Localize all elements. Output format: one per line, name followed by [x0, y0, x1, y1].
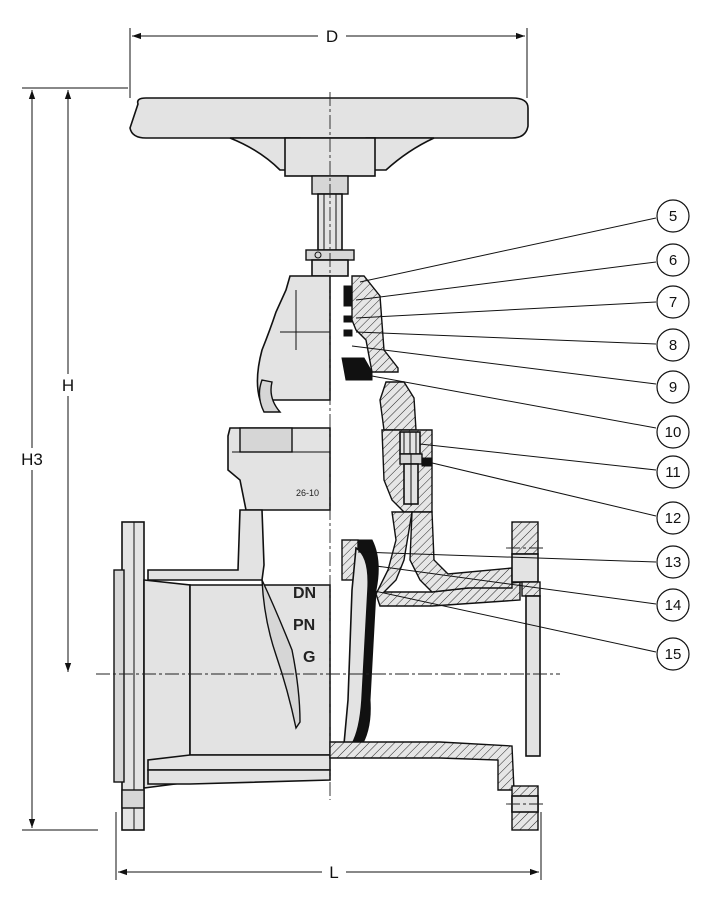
marking-dn: DN	[293, 585, 316, 602]
callout-12-label: 12	[665, 510, 682, 527]
bonnet-exterior	[256, 275, 331, 413]
callout-6-label: 6	[669, 252, 677, 269]
dimension-l: L	[115, 812, 542, 882]
callout-7-label: 7	[669, 294, 677, 311]
left-flange	[113, 521, 191, 831]
dimension-h: H	[56, 90, 80, 672]
dimension-d-label: D	[326, 27, 338, 46]
body-section-right	[329, 511, 521, 791]
callout-13-label: 13	[665, 554, 682, 571]
handwheel	[129, 97, 529, 177]
callout-15: 15	[656, 637, 690, 671]
dimension-h3-label: H3	[21, 450, 43, 469]
callout-11: 11	[656, 455, 690, 489]
callout-15-label: 15	[665, 646, 682, 663]
body-waterway-left: DN PN G	[147, 579, 331, 785]
centerlines	[96, 92, 560, 800]
callout-14: 14	[656, 588, 690, 622]
callout-11-label: 11	[665, 464, 681, 481]
body-upper: 26-10	[227, 427, 433, 513]
dimension-d: D	[129, 24, 528, 98]
callout-5-label: 5	[669, 208, 677, 225]
callout-10: 10	[656, 415, 690, 449]
callout-10-label: 10	[665, 424, 682, 441]
casting-code: 26-10	[296, 488, 319, 498]
callout-leaders	[351, 217, 657, 653]
right-flange	[506, 521, 544, 831]
marking-g: G	[303, 649, 315, 666]
callout-13: 13	[656, 545, 690, 579]
callout-9-label: 9	[669, 379, 677, 396]
callout-8-label: 8	[669, 337, 677, 354]
callout-7: 7	[656, 285, 690, 319]
dimension-l-label: L	[329, 863, 338, 882]
callout-6: 6	[656, 243, 690, 277]
callout-12: 12	[656, 501, 690, 535]
callout-9: 9	[656, 370, 690, 404]
body-neck-left	[147, 509, 265, 581]
callout-8: 8	[656, 328, 690, 362]
callout-5: 5	[656, 199, 690, 233]
callout-14-label: 14	[665, 597, 682, 614]
dimension-h3: H3	[16, 87, 128, 831]
gate-wedge	[341, 539, 379, 749]
dimension-h-label: H	[62, 376, 74, 395]
bonnet-section	[341, 275, 417, 431]
marking-pn: PN	[293, 617, 315, 634]
